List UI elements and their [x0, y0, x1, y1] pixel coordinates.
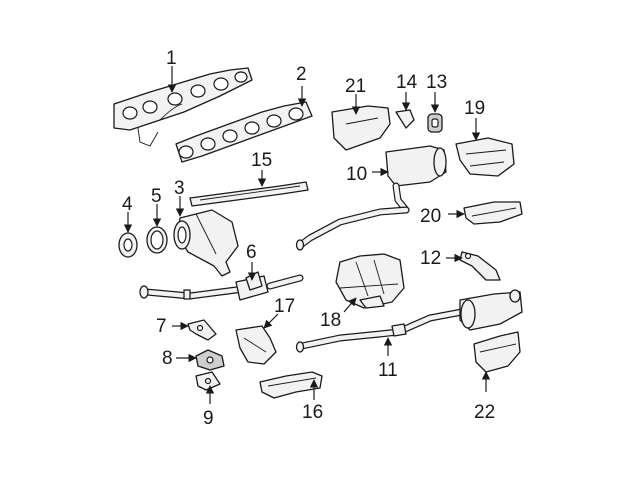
callout-22: 22	[474, 402, 495, 423]
callout-labels: 1 2 3 4 5 6 7 8 9 10 11 12 13 14 15 16 1…	[122, 48, 495, 429]
part-22-rear-heat-shield[interactable]	[473, 331, 521, 373]
part-14-hanger[interactable]	[395, 109, 415, 129]
part-11-intermediate-pipe[interactable]	[295, 289, 523, 353]
callout-3: 3	[174, 178, 185, 199]
callout-14: 14	[396, 72, 418, 93]
part-18-heat-shield[interactable]	[335, 253, 405, 309]
part-1-exhaust-manifold[interactable]	[113, 67, 253, 147]
callout-18: 18	[320, 310, 341, 331]
part-19-heat-shield[interactable]	[455, 137, 515, 177]
callout-8: 8	[162, 348, 173, 369]
part-4-gasket[interactable]	[118, 232, 138, 258]
part-8-mount[interactable]	[195, 349, 225, 371]
callout-7: 7	[156, 316, 167, 337]
part-10-front-muffler[interactable]	[295, 145, 447, 251]
callout-13: 13	[426, 72, 447, 93]
callout-5: 5	[151, 186, 162, 207]
leader-lines	[123, 66, 491, 404]
callout-1: 1	[166, 48, 177, 69]
part-9-mount[interactable]	[195, 371, 221, 391]
part-13-rubber-mount[interactable]	[427, 113, 443, 133]
part-21-heat-shield[interactable]	[331, 105, 391, 151]
part-3-catalytic-converter[interactable]	[173, 209, 239, 277]
callout-11: 11	[378, 360, 398, 381]
callout-20: 20	[420, 206, 441, 227]
part-12-hanger-bracket[interactable]	[459, 251, 501, 281]
callout-16: 16	[302, 402, 323, 423]
part-2-manifold-gasket[interactable]	[175, 101, 313, 163]
part-6-front-pipe[interactable]	[139, 271, 304, 301]
callout-12: 12	[420, 248, 441, 269]
part-16-lower-heat-shield[interactable]	[259, 371, 323, 399]
callout-4: 4	[122, 194, 133, 215]
part-5-seal[interactable]	[146, 226, 168, 254]
callout-19: 19	[464, 98, 485, 119]
callout-6: 6	[246, 242, 257, 263]
callout-15: 15	[251, 150, 272, 171]
part-7-bracket[interactable]	[187, 319, 217, 341]
part-17-heat-shield[interactable]	[235, 325, 277, 365]
part-15-heat-shield-strip[interactable]	[189, 181, 309, 207]
callout-21: 21	[345, 76, 366, 97]
part-20-heat-shield[interactable]	[463, 201, 523, 225]
callout-10: 10	[346, 164, 367, 185]
callout-2: 2	[296, 64, 307, 85]
callout-9: 9	[203, 408, 214, 429]
callout-17: 17	[274, 296, 295, 317]
